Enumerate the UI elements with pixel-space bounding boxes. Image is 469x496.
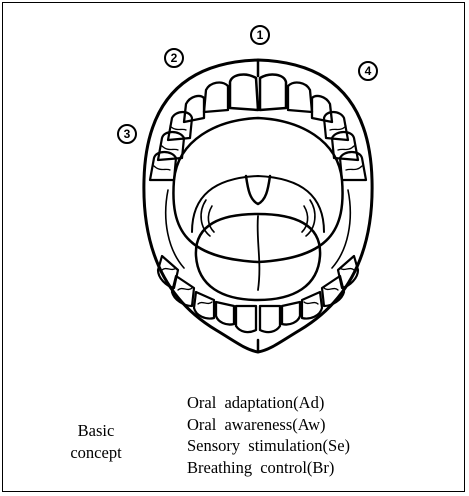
marker-1: 1 — [250, 25, 270, 45]
lower-left-molars — [158, 256, 214, 319]
uvula — [246, 176, 270, 204]
marker-3: 3 — [117, 124, 137, 144]
legend-label-line-1: Basic — [36, 420, 156, 442]
marker-4: 4 — [358, 61, 378, 81]
legend-label: Basic concept — [36, 420, 156, 464]
lower-incisors — [216, 302, 300, 332]
tongue-midline — [258, 216, 260, 290]
legend: Basic concept Oral adaptation(Ad) Oral a… — [0, 392, 469, 492]
legend-item-se: Sensory stimulation(Se) — [187, 435, 350, 457]
lower-right-molars — [302, 256, 358, 319]
legend-item-br: Breathing control(Br) — [187, 457, 350, 479]
marker-2: 2 — [164, 48, 184, 68]
legend-items: Oral adaptation(Ad) Oral awareness(Aw) S… — [187, 392, 350, 478]
legend-item-aw: Oral awareness(Aw) — [187, 414, 350, 436]
legend-label-line-2: concept — [36, 442, 156, 464]
open-mouth-illustration — [0, 0, 469, 390]
upper-central-incisors — [230, 75, 286, 110]
legend-item-ad: Oral adaptation(Ad) — [187, 392, 350, 414]
